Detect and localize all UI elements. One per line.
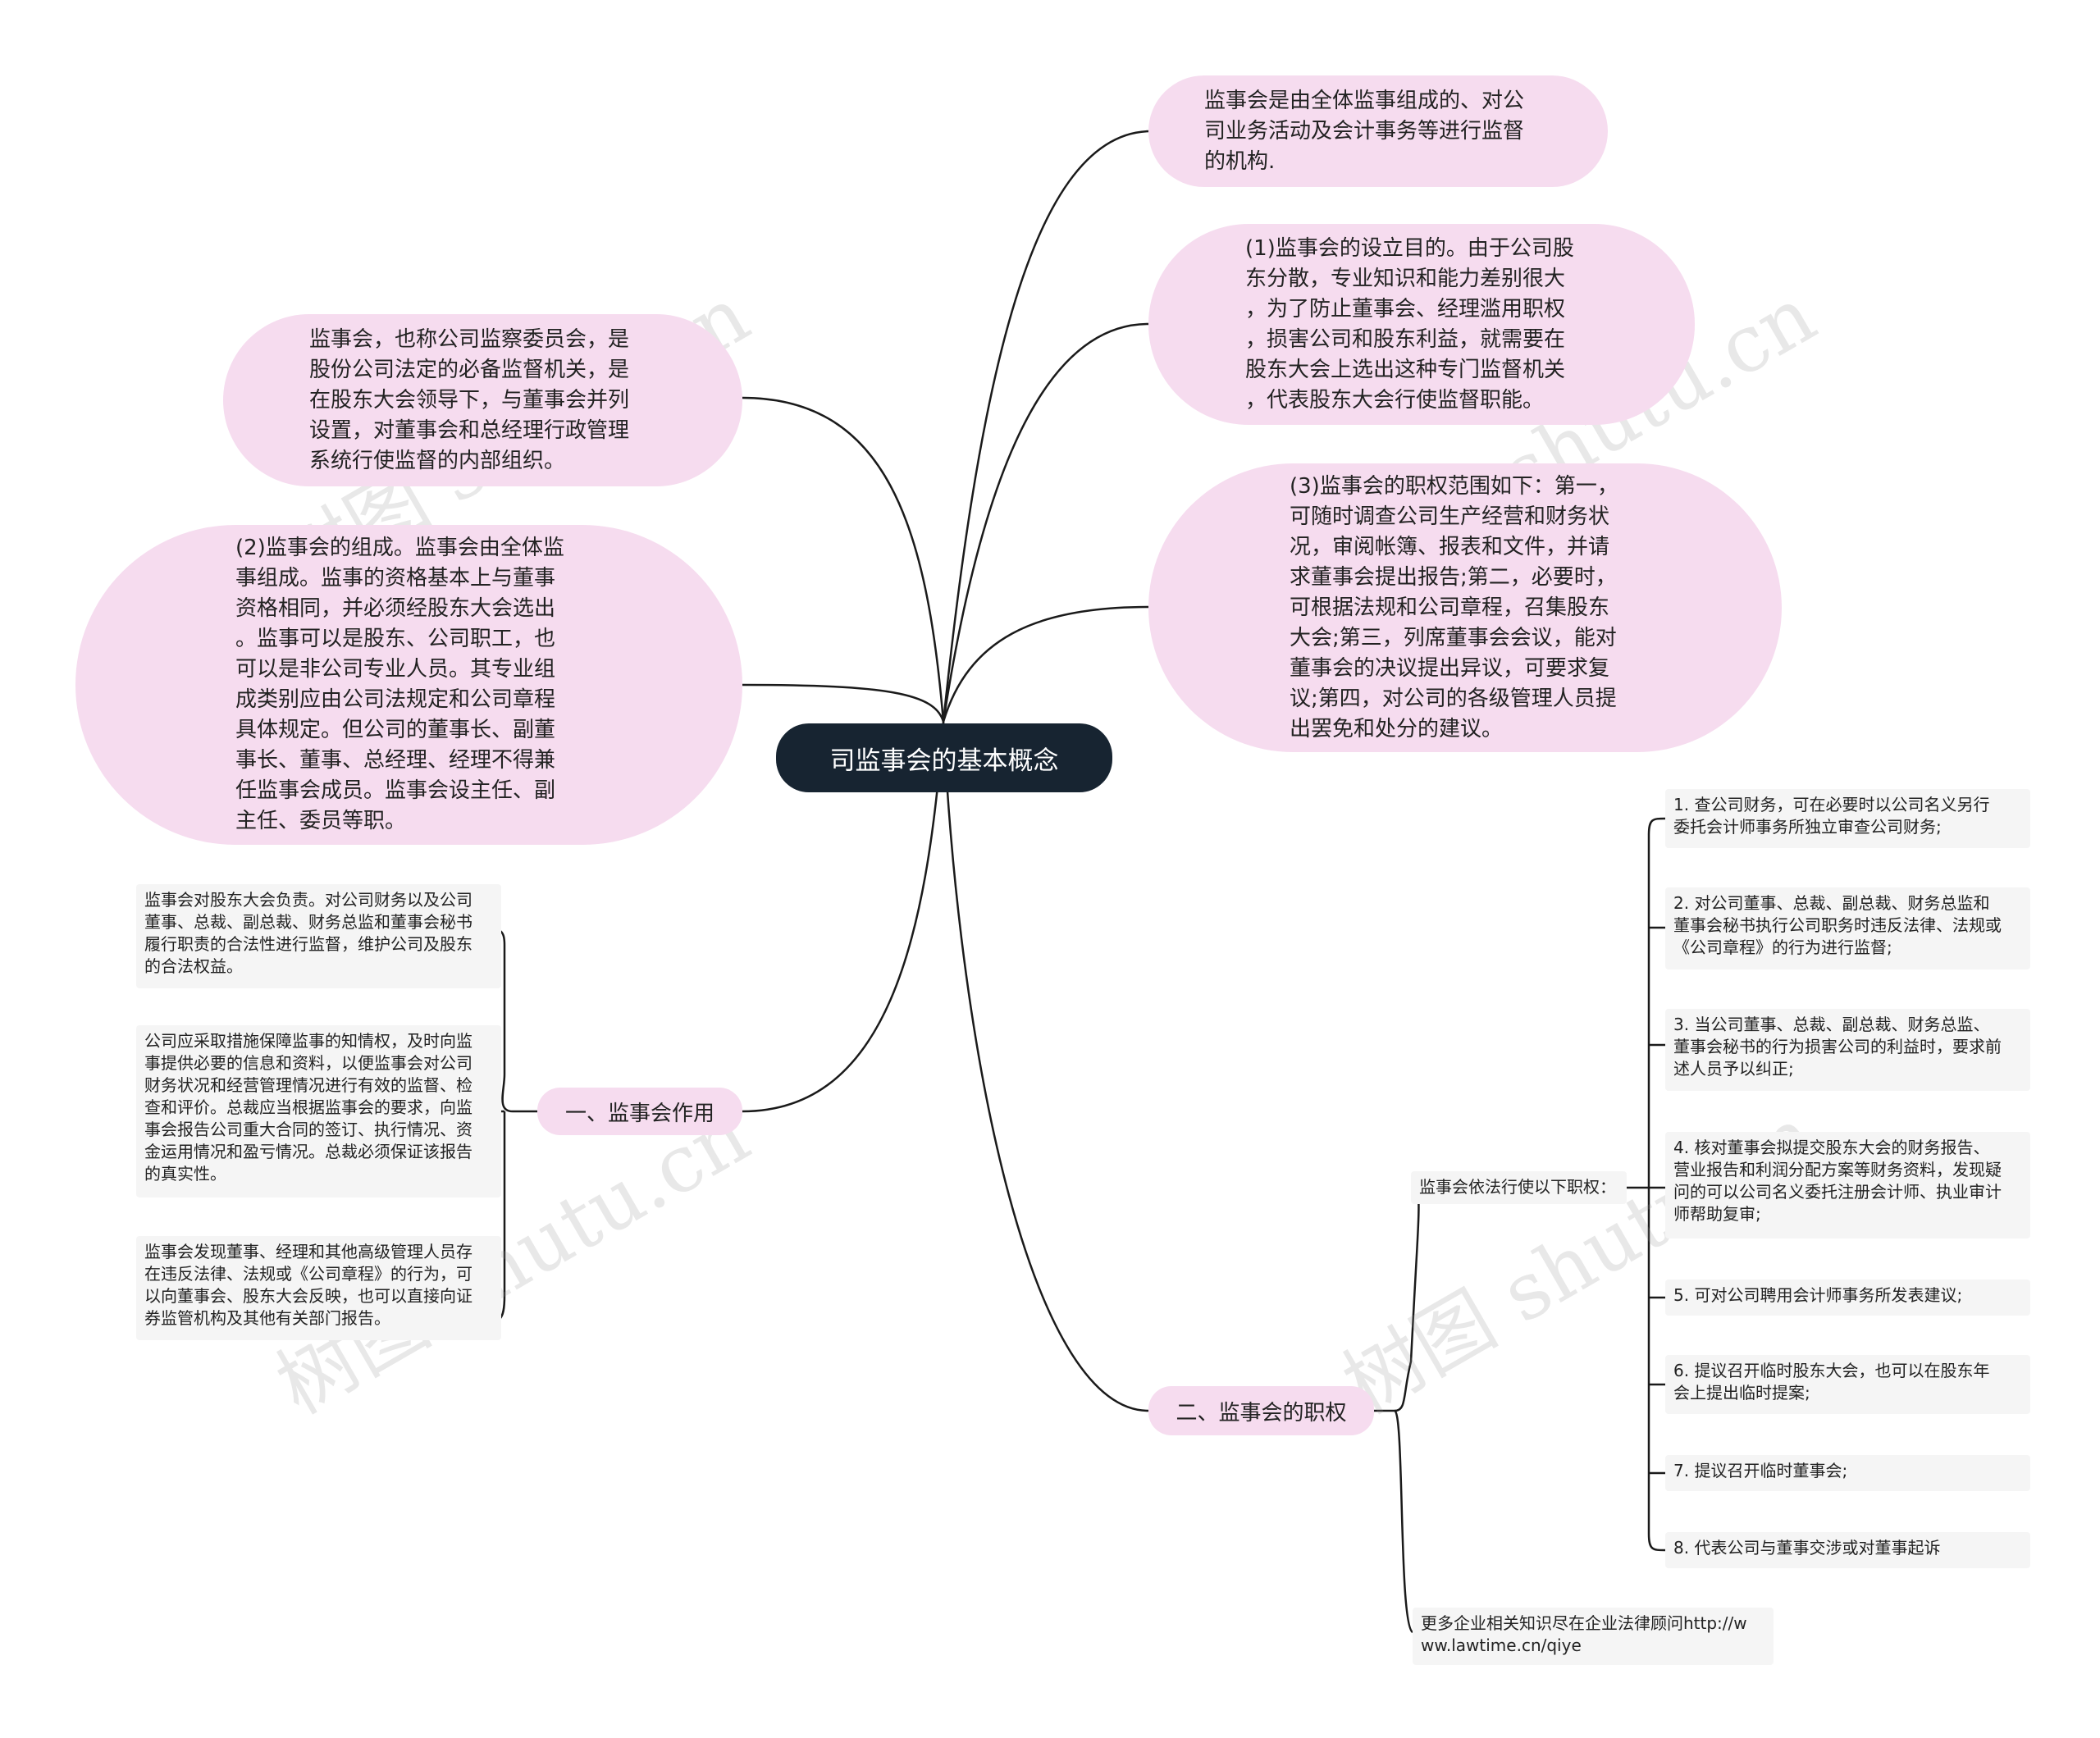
center-topic-label: 司监事会的基本概念 (829, 746, 1059, 776)
link-center-bubble-3 (942, 605, 1149, 723)
leaf-role-2[interactable]: 公司应采取措施保障监事的知情权，及时向监 事提供必要的信息和资料，以便监事会对公… (136, 1025, 501, 1197)
bubble-text: (1)监事会的设立目的。由于公司股 东分散，专业知识和能力差别很大 ，为了防止董… (1245, 235, 1574, 413)
leaf-role-1[interactable]: 监事会对股东大会负责。对公司财务以及公司 董事、总裁、副总裁、财务总监和董事会秘… (136, 884, 501, 988)
bracket-left (483, 927, 537, 1324)
link-center-bubble-4 (742, 396, 945, 723)
power-item-2[interactable]: 2. 对公司董事、总裁、副总裁、财务总监和 董事会秘书执行公司职务时违反法律、法… (1665, 887, 2030, 969)
bubble-powers[interactable]: (3)监事会的职权范围如下：第一， 可随时调查公司生产经营和财务状 况，审阅帐簿… (1148, 463, 1782, 752)
link-right-to-footer (1393, 1409, 1413, 1634)
leaf-role-3[interactable]: 监事会发现董事、经理和其他高级管理人员存 在违反法律、法规或《公司章程》的行为，… (136, 1236, 501, 1340)
sub-powers-intro[interactable]: 监事会依法行使以下职权： (1411, 1171, 1627, 1204)
bubble-text: 监事会，也称公司监察委员会，是 股份公司法定的必备监督机关，是 在股东大会领导下… (309, 326, 630, 473)
bubble-text: (3)监事会的职权范围如下：第一， 可随时调查公司生产经营和财务状 况，审阅帐簿… (1290, 473, 1618, 741)
bubble-alias[interactable]: 监事会，也称公司监察委员会，是 股份公司法定的必备监督机关，是 在股东大会领导下… (223, 314, 742, 486)
power-item-8[interactable]: 8. 代表公司与董事交涉或对董事起诉 (1665, 1532, 2030, 1568)
bubble-purpose[interactable]: (1)监事会的设立目的。由于公司股 东分散，专业知识和能力差别很大 ，为了防止董… (1148, 224, 1695, 425)
power-item-1[interactable]: 1. 查公司财务，可在必要时以公司名义另行 委托会计师事务所独立审查公司财务; (1665, 789, 2030, 848)
branch-powers[interactable]: 二、监事会的职权 (1148, 1386, 1374, 1435)
link-right-to-sub (1374, 1186, 1420, 1412)
bubble-text: 监事会是由全体监事组成的、对公 司业务活动及会计事务等进行监督 的机构. (1204, 88, 1525, 174)
center-topic[interactable]: 司监事会的基本概念 (776, 723, 1112, 792)
power-item-7[interactable]: 7. 提议召开临时董事会; (1665, 1455, 2030, 1491)
footer-link-text[interactable]: 更多企业相关知识尽在企业法律顾问http://w ww.lawtime.cn/q… (1413, 1608, 1774, 1665)
bubble-definition[interactable]: 监事会是由全体监事组成的、对公 司业务活动及会计事务等进行监督 的机构. (1148, 75, 1608, 187)
link-center-branch-left (742, 721, 945, 1113)
bracket-right (1627, 817, 1666, 1552)
power-item-4[interactable]: 4. 核对董事会拟提交股东大会的财务报告、 营业报告和利润分配方案等财务资料，发… (1665, 1132, 2030, 1238)
link-center-branch-right (942, 721, 1149, 1412)
power-item-3[interactable]: 3. 当公司董事、总裁、副总裁、财务总监、 董事会秘书的行为损害公司的利益时，要… (1665, 1009, 2030, 1091)
link-center-bubble-5 (742, 683, 945, 723)
bubble-text: (2)监事会的组成。监事会由全体监 事组成。监事的资格基本上与董事 资格相同，并… (235, 536, 564, 833)
power-item-6[interactable]: 6. 提议召开临时股东大会，也可以在股东年 会上提出临时提案; (1665, 1355, 2030, 1414)
link-center-bubble-1 (942, 130, 1149, 723)
branch-role[interactable]: 一、监事会作用 (537, 1088, 742, 1135)
branch-role-label: 一、监事会作用 (564, 1101, 714, 1126)
power-item-5[interactable]: 5. 可对公司聘用会计师事务所发表建议; (1665, 1280, 2030, 1316)
link-center-bubble-2 (942, 322, 1149, 723)
branch-powers-label: 二、监事会的职权 (1176, 1400, 1347, 1426)
bubble-composition[interactable]: (2)监事会的组成。监事会由全体监 事组成。监事的资格基本上与董事 资格相同，并… (75, 525, 742, 845)
